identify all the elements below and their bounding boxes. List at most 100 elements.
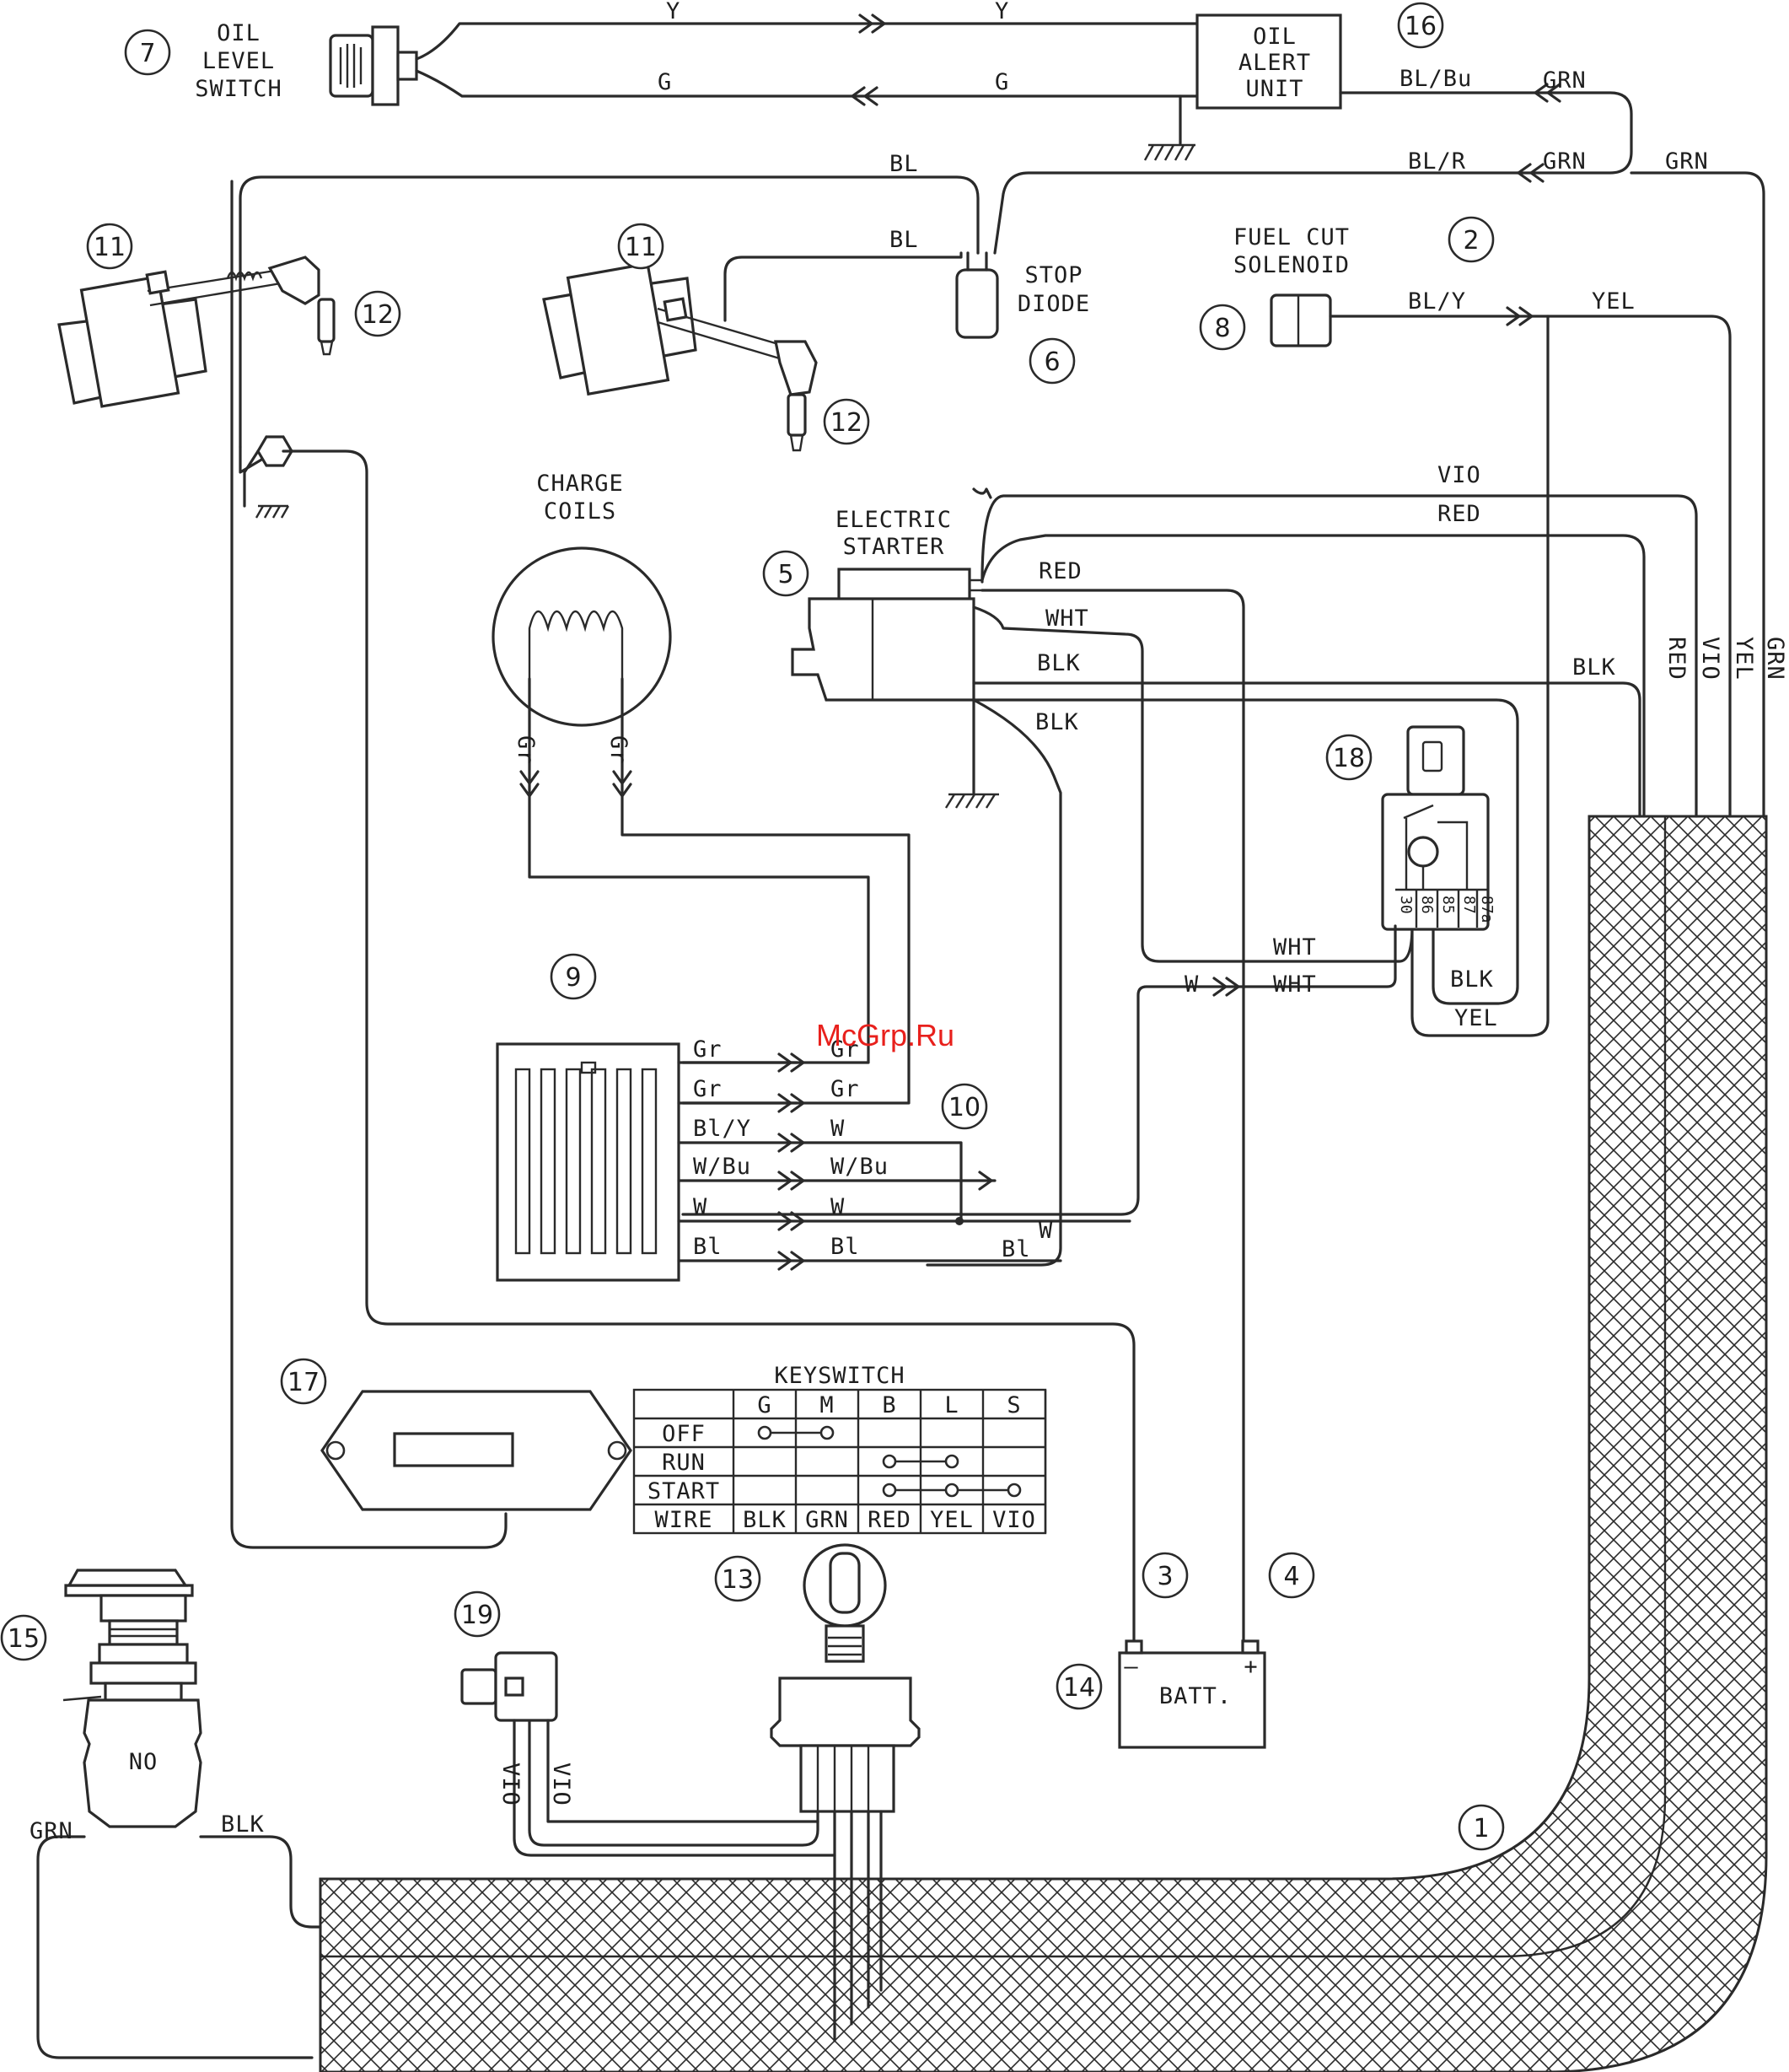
wire-label-wht_relay1: WHT (1273, 934, 1317, 961)
callout-19-circle (454, 1590, 501, 1638)
fuel-cut-solenoid (1270, 293, 1332, 347)
wire-label-reg_out_w: W (1039, 1218, 1053, 1244)
oil-alert-unit (1195, 13, 1342, 110)
keyswitch-wire-RED: RED (868, 1507, 911, 1533)
charge-coils-label-line-0: CHARGE (536, 471, 624, 497)
relay-terminal-4: 87a (1478, 896, 1496, 923)
oil-alert-unit-label-line-2: UNIT (1245, 76, 1303, 102)
keyswitch-row-START: START (647, 1478, 720, 1504)
oil-level-switch-body (329, 34, 374, 98)
callout-5: 5 (777, 560, 793, 589)
callout-17: 17 (287, 1368, 320, 1397)
oil-level-switch-label-line-1: LEVEL (202, 48, 275, 74)
callout-6: 6 (1044, 347, 1060, 377)
oil-alert-unit-label-line-0: OIL (1253, 24, 1297, 50)
wire-label-reg_out_bl: Bl (1002, 1236, 1031, 1262)
keyswitch-contact (882, 1483, 897, 1498)
relay-terminal-2: 85 (1439, 896, 1457, 914)
wire-label-wht1: WHT (1045, 605, 1089, 632)
wire-blk-pressure (199, 1835, 322, 1929)
callout-18: 18 (1333, 744, 1365, 773)
wire-label-wht_relay2: WHT (1273, 971, 1317, 998)
spark-plug-left (317, 298, 336, 343)
keyswitch-contact (882, 1454, 897, 1469)
connector-grn-1 (1534, 83, 1561, 103)
wire-bl-stop-lead (239, 445, 273, 474)
connector-w-relay (1212, 977, 1240, 997)
wire-label-grn2: GRN (1543, 148, 1587, 175)
wire-label-red1: RED (1437, 501, 1481, 527)
callout-11-left: 11 (94, 233, 126, 262)
relay-terminal-3: 87 (1460, 896, 1478, 914)
wire-label-g2: G (995, 69, 1009, 95)
keyswitch-row-wire: WIRE (654, 1507, 712, 1533)
keyswitch-contact (944, 1454, 959, 1469)
wire-grn-pressure (36, 1835, 314, 2059)
reg-in-label-1: Gr (693, 1076, 723, 1102)
hour-meter (320, 1390, 632, 1511)
oil-pressure-switch-label: NO (129, 1749, 158, 1775)
reg-in-label-0: Gr (693, 1036, 723, 1063)
wire-bl-top (239, 175, 980, 449)
battery-label: BATT. (1159, 1683, 1232, 1709)
callout-5-circle (762, 550, 809, 597)
wire-w-relay-reg (681, 924, 1397, 1216)
oil-level-switch-label-line-0: OIL (217, 20, 261, 46)
callout-15: 15 (8, 1624, 40, 1654)
wire-hour-meter (230, 180, 508, 1549)
reg-in-label-4: W (693, 1194, 707, 1220)
spark-plug-right (787, 393, 807, 437)
keyswitch-row-OFF: OFF (662, 1421, 706, 1447)
callout-14-circle (1056, 1663, 1103, 1710)
callout-12-right: 12 (830, 408, 862, 438)
electric-starter-label-line-0: ELECTRIC (835, 507, 952, 533)
wire-label-v_yel: YEL (1731, 637, 1757, 681)
connector-gr-right (612, 770, 632, 798)
wire-label-blk_ps: BLK (221, 1811, 265, 1838)
callout-6-circle (1029, 337, 1076, 385)
electric-starter-label-line-1: STARTER (843, 534, 945, 560)
callout-11-left-circle (86, 223, 133, 270)
spark-plug-boot-left (267, 256, 320, 305)
wire-label-blk2: BLK (1035, 709, 1079, 735)
wire-bl-coil (723, 251, 963, 322)
battery-pos-symbol: + (1244, 1654, 1258, 1680)
connector-g (851, 86, 878, 106)
callout-16-circle (1397, 2, 1444, 49)
ignition-coil-left (57, 256, 336, 408)
callout-11-right-circle (617, 223, 664, 270)
reg-mid-label-4: W (830, 1194, 845, 1220)
callout-9: 9 (565, 963, 581, 993)
reg-mid-label-3: W/Bu (830, 1154, 889, 1180)
callout-4: 4 (1283, 1562, 1299, 1591)
wire-blk-starter-harness (972, 681, 1641, 818)
keyswitch-col-M: M (819, 1392, 834, 1418)
wire-label-bl_bu: BL/Bu (1400, 66, 1472, 92)
callout-7-circle (124, 29, 171, 76)
keyswitch-row-RUN: RUN (662, 1450, 706, 1476)
relay (1381, 725, 1490, 931)
wire-grn-loop (1339, 91, 1633, 175)
callout-12-left-circle (354, 290, 401, 337)
callout-10: 10 (948, 1093, 980, 1122)
keyswitch-wire-BLK: BLK (743, 1507, 787, 1533)
regulator-rectifier (496, 1042, 680, 1282)
wire-label-vio: VIO (1437, 462, 1481, 488)
spark-plug-boot-right (774, 340, 818, 396)
wire-y-oil-alert (415, 22, 1199, 61)
fuel-cut-solenoid-label-line-1: SOLENOID (1233, 252, 1350, 278)
reg-mid-label-1: Gr (830, 1076, 860, 1102)
callout-16: 16 (1405, 12, 1437, 41)
wire-label-bl_top: BL (889, 151, 919, 177)
battery (1118, 1639, 1266, 1749)
starter-stub (972, 487, 992, 499)
stop-diode-label-line-0: STOP (1024, 262, 1083, 288)
wire-vio-choke (513, 1719, 836, 1857)
wire-label-v_red: RED (1663, 637, 1690, 681)
connector-y (858, 13, 886, 34)
callout-3-circle (1142, 1552, 1189, 1599)
callout-9-circle (550, 953, 597, 1000)
callout-7: 7 (139, 39, 155, 68)
relay-terminal-0: 30 (1397, 896, 1415, 914)
stop-diode-label-line-1: DIODE (1018, 291, 1090, 317)
